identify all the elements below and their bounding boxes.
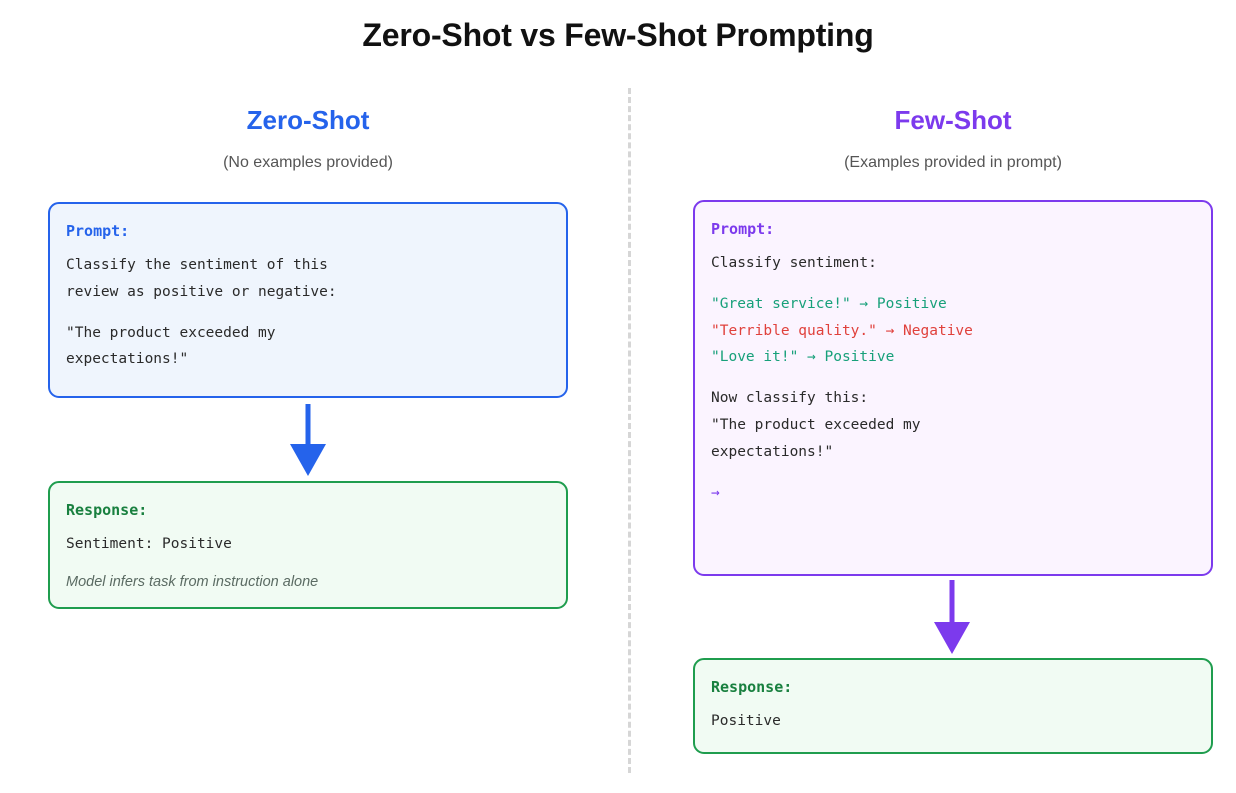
prompt-instruction: Classify sentiment: (711, 255, 877, 271)
few-shot-column: Few-Shot (Examples provided in prompt) P… (693, 0, 1213, 793)
example-item: "Terrible quality." → Negative (711, 322, 973, 339)
zero-shot-subtitle: (No examples provided) (223, 154, 393, 171)
prompt-review-text: "The product exceeded my expectations!" (711, 417, 921, 460)
now-classify-text: Now classify this: (711, 390, 869, 407)
few-shot-heading: Few-Shot (894, 105, 1012, 135)
prompt-label: Prompt: (711, 220, 775, 238)
column-divider (628, 88, 631, 773)
zero-shot-prompt-card: Prompt: Classify the sentiment of this r… (48, 202, 568, 398)
response-label: Response: (711, 678, 793, 696)
response-note: Model infers task from instruction alone (66, 573, 319, 590)
response-label: Response: (66, 501, 148, 519)
few-shot-down-arrow-icon (934, 580, 970, 654)
zero-shot-response-card: Response: Sentiment: Positive Model infe… (48, 481, 568, 609)
few-shot-response-card: Response: Positive (693, 658, 1213, 754)
response-text: Positive (711, 713, 781, 729)
few-shot-subtitle: (Examples provided in prompt) (844, 154, 1062, 171)
zero-shot-down-arrow-icon (290, 404, 326, 476)
trailing-arrow-icon: → (711, 484, 720, 501)
example-item: "Great service!" → Positive (711, 295, 947, 312)
page-title: Zero-Shot vs Few-Shot Prompting (362, 17, 874, 53)
prompt-instruction: Classify the sentiment of this review as… (66, 257, 337, 300)
few-shot-prompt-card: Prompt: Classify sentiment: "Great servi… (693, 200, 1213, 576)
prompt-review-text: "The product exceeded my expectations!" (66, 324, 276, 368)
zero-shot-heading: Zero-Shot (246, 105, 370, 135)
prompt-label: Prompt: (66, 222, 130, 240)
example-list: "Great service!" → Positive "Terrible qu… (711, 291, 1195, 371)
zero-shot-column: Zero-Shot (No examples provided) Prompt:… (48, 0, 568, 793)
example-item: "Love it!" → Positive (711, 349, 895, 366)
response-text: Sentiment: Positive (66, 536, 232, 552)
